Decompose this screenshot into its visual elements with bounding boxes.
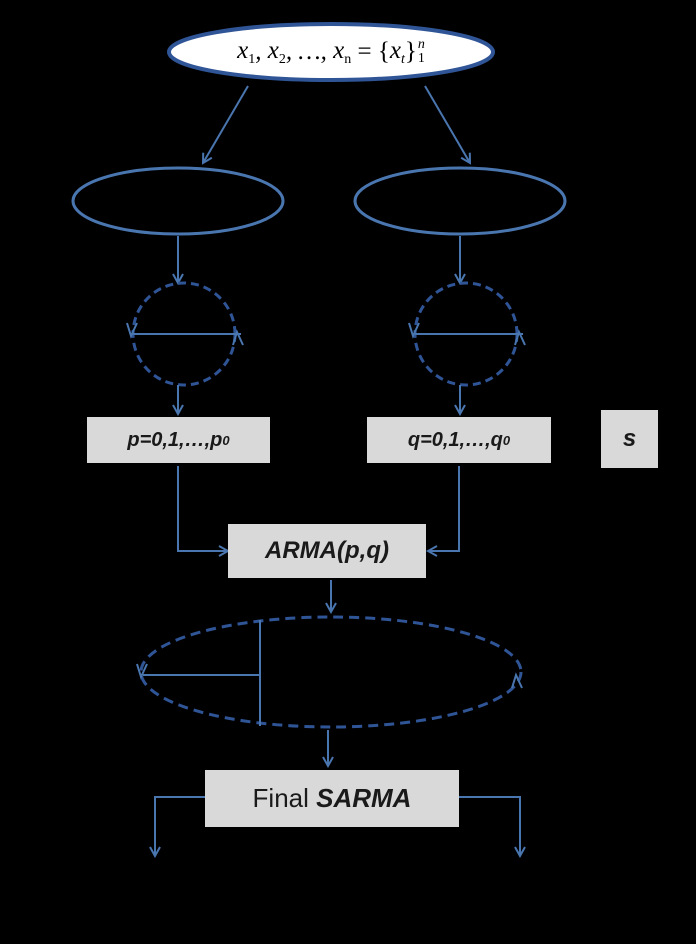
input-x1: x1 (237, 36, 256, 67)
connector-p-to-arma (177, 466, 228, 551)
final-sarma-box: Final SARMA (205, 770, 459, 827)
connector-q-to-arma (428, 466, 460, 551)
left-branch-ellipse (71, 166, 285, 236)
right-diameter-right-head (514, 329, 526, 346)
input-set-var: xt (389, 36, 405, 67)
ellipse-left-arrowhead (136, 663, 148, 680)
input-series-formula: x1 , x2 , … , xn = { xt } n 1 (237, 36, 425, 67)
input-ellipsis: … (298, 38, 321, 65)
arma-box: ARMA(p,q) (228, 524, 426, 578)
left-diameter-left-head (126, 322, 138, 339)
seasonal-period-box: s (601, 410, 658, 468)
left-diameter-right-head (232, 329, 244, 346)
input-x2: x2 (267, 36, 286, 67)
right-branch-ellipse (353, 166, 567, 236)
input-xn: xn (333, 36, 352, 67)
arrow-input-right (424, 85, 470, 163)
ellipse-right-arrowhead (511, 672, 523, 689)
evaluation-dashed-ellipse (139, 615, 523, 729)
final-left-branch-arrow (155, 796, 206, 856)
final-right-branch-arrow (459, 796, 520, 856)
right-diameter-left-head (408, 322, 420, 339)
input-set-bounds: n 1 (417, 37, 425, 66)
arrow-input-left (203, 85, 249, 163)
input-ellipse (167, 22, 495, 82)
